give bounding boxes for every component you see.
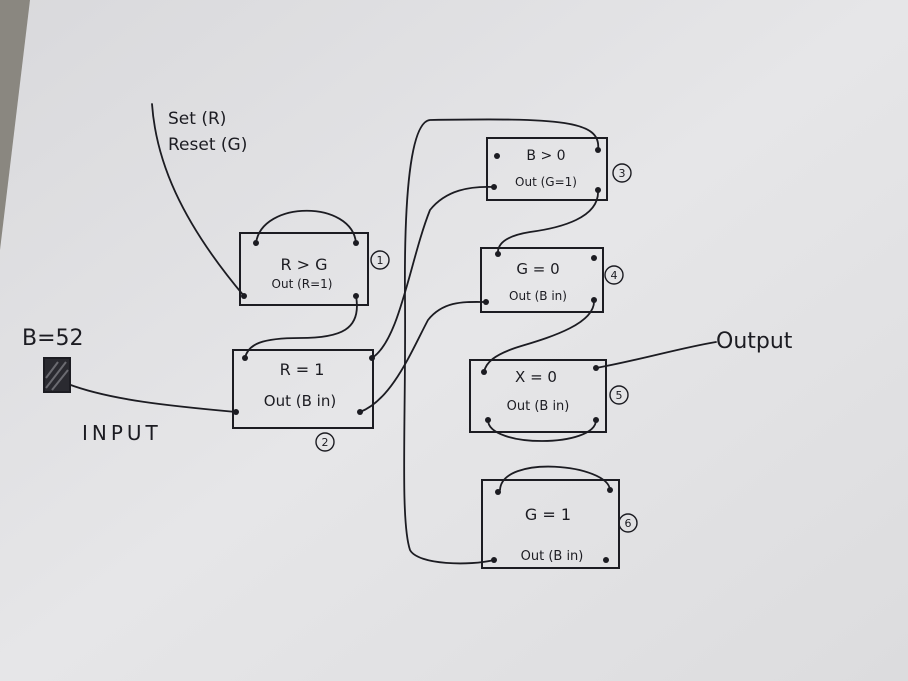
node-number-circle-6	[618, 513, 638, 533]
node-box-4	[480, 247, 604, 313]
node-number-circle-3	[612, 163, 632, 183]
node-number-circle-4	[604, 265, 624, 285]
node-output-4: Out (B in)	[509, 289, 567, 303]
node-number-badges	[315, 163, 638, 533]
terminal-dots	[233, 147, 613, 563]
output-label: Output	[716, 329, 793, 354]
node-box-5	[469, 359, 607, 433]
input-source-square	[43, 357, 71, 393]
node-box-1	[239, 232, 369, 306]
node-box-3	[486, 137, 608, 201]
node-number-3: 3	[619, 167, 626, 180]
input-value-label: B=52	[22, 326, 84, 351]
node-number-6: 6	[625, 517, 632, 530]
node-output-3: Out (G=1)	[515, 175, 577, 189]
node-condition-3: B > 0	[526, 148, 565, 164]
set-label: Set (R)	[168, 109, 226, 129]
node-number-circle-1	[370, 250, 390, 270]
node-number-circle-2	[315, 432, 335, 452]
node-number-2: 2	[322, 436, 329, 449]
input-label: INPUT	[82, 421, 162, 445]
node-condition-4: G = 0	[516, 260, 559, 278]
node-output-5: Out (B in)	[507, 399, 570, 414]
node-number-4: 4	[611, 269, 618, 282]
node-condition-1: R > G	[280, 255, 327, 274]
node-condition-5: X = 0	[515, 368, 557, 386]
node-output-1: Out (R=1)	[272, 277, 333, 291]
reset-label: Reset (G)	[168, 135, 247, 155]
node-condition-2: R = 1	[280, 360, 325, 379]
node-condition-6: G = 1	[525, 505, 571, 524]
node-output-6: Out (B in)	[521, 549, 584, 564]
node-number-circle-5	[609, 385, 629, 405]
node-output-2: Out (B in)	[264, 392, 336, 410]
node-box-2	[232, 349, 374, 429]
node-number-5: 5	[616, 389, 623, 402]
connection-wires	[67, 103, 717, 565]
node-number-1: 1	[377, 254, 384, 267]
